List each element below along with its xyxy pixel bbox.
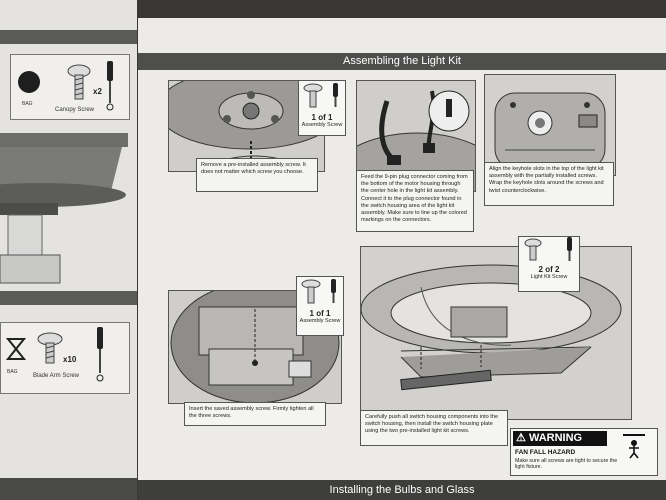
canopy-screw-box: BAG x2 Canopy Screw — [10, 54, 130, 120]
hardware-1-count: 1 of 1 — [311, 113, 333, 122]
canopy-qty: x2 — [93, 87, 102, 96]
blade-bag-label: BAG — [7, 369, 18, 375]
canopy-screw-icon — [67, 64, 91, 100]
step-4-caption: Insert the saved assembly screw. Firmly … — [184, 402, 326, 426]
warning-box: ⚠ WARNING FAN FALL HAZARD Make sure all … — [510, 428, 658, 476]
assembly-screw-icon — [303, 83, 338, 108]
falling-person-icon — [623, 434, 645, 459]
light-kit-screw-icon — [524, 237, 572, 261]
warning-triangle-icon: ⚠ — [516, 432, 526, 444]
section-header: Assembling the Light Kit — [138, 53, 666, 70]
bag-hourglass-icon — [6, 338, 26, 360]
hardware-3-label: Light Kit Screw — [530, 274, 568, 280]
step-3-illustration — [484, 74, 616, 176]
warning-subtitle: FAN FALL HAZARD — [515, 449, 576, 456]
screwdriver-icon — [106, 61, 114, 111]
hardware-3-count: 2 of 2 — [538, 265, 560, 274]
left-footer-band — [0, 478, 137, 500]
bag-icon — [18, 71, 40, 93]
assembly-screw-icon — [301, 279, 336, 304]
canopy-screw-label: Canopy Screw — [55, 107, 95, 113]
step-1-caption: Remove a pre-installed assembly screw. I… — [196, 158, 318, 192]
warning-text: Make sure all screws are tight to secure… — [515, 458, 618, 471]
hardware-2-label: Assembly Screw — [299, 318, 341, 324]
step-5-illustration — [360, 246, 632, 420]
step-5-caption: Carefully push all switch housing compon… — [360, 410, 508, 446]
hardware-box-3: 2 of 2 Light Kit Screw — [518, 236, 580, 292]
right-page: Assembling the Light Kit 1 of 1 Assembly… — [138, 18, 666, 500]
left-mid-band — [0, 291, 137, 305]
screwdriver-icon — [96, 327, 104, 382]
left-page: BAG x2 Canopy Screw BAG — [0, 0, 137, 500]
hardware-2-count: 1 of 1 — [309, 309, 331, 318]
blade-arm-screw-box: BAG x10 Blade Arm Screw — [0, 322, 130, 394]
warning-title: WARNING — [528, 432, 583, 444]
fan-motor-illustration — [0, 133, 128, 284]
blade-arm-screw-icon — [37, 332, 63, 364]
blade-arm-screw-label: Blade Arm Screw — [33, 373, 80, 379]
hardware-box-1: 1 of 1 Assembly Screw — [298, 80, 346, 136]
blade-qty: x10 — [63, 355, 77, 364]
canopy-bag-label: BAG — [22, 101, 33, 107]
warning-title-bar: ⚠ WARNING — [513, 431, 607, 446]
hardware-1-label: Assembly Screw — [301, 122, 343, 128]
step-2-caption: Feed the 9-pin plug connector coming fro… — [356, 170, 474, 232]
footer-header: Installing the Bulbs and Glass — [138, 480, 666, 500]
hardware-box-2: 1 of 1 Assembly Screw — [296, 276, 344, 336]
step-3-caption: Align the keyhole slots in the top of th… — [484, 162, 614, 206]
left-header-band — [0, 30, 137, 44]
